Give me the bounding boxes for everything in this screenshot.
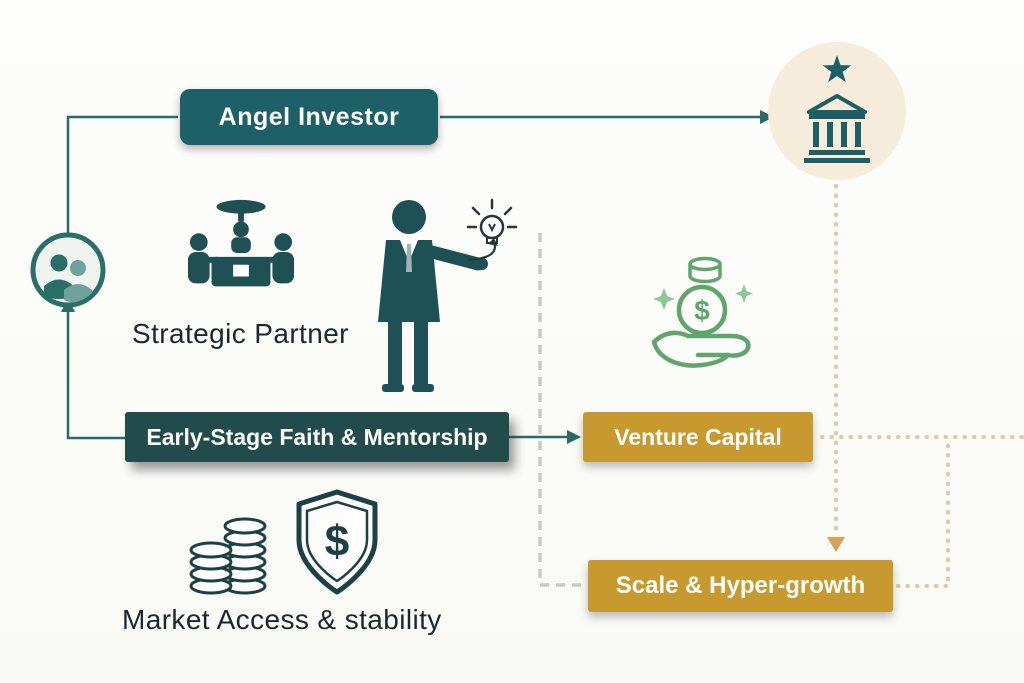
venture-capital-label: Venture Capital — [614, 423, 782, 450]
shield-dollar-glyph: $ — [325, 517, 349, 566]
arrowhead-right-vc — [567, 430, 581, 444]
node-venture-capital: Venture Capital — [583, 412, 813, 462]
idea-lightbulb-icon — [466, 198, 518, 262]
funding-hand-icon: $ — [651, 256, 753, 368]
arrowhead-down-scale — [827, 537, 845, 552]
strategic-partner-label: Strategic Partner — [132, 318, 349, 349]
early-stage-label: Early-Stage Faith & Mentorship — [146, 423, 488, 450]
node-angel-investor: Angel Investor — [180, 89, 438, 145]
businessman-icon — [378, 198, 518, 392]
angel-investor-label: Angel Investor — [218, 102, 400, 131]
people-circle-icon — [30, 232, 106, 308]
coin-dollar-glyph: $ — [694, 295, 710, 326]
star-icon — [822, 55, 852, 83]
scale-hypergrowth-label: Scale & Hyper-growth — [615, 572, 866, 599]
node-early-stage: Early-Stage Faith & Mentorship — [125, 412, 509, 462]
bank-node — [768, 42, 906, 180]
market-access-label: Market Access & stability — [122, 604, 442, 635]
idea-to-scale-dashed-line — [538, 233, 584, 587]
node-scale-hypergrowth: Scale & Hyper-growth — [588, 560, 893, 612]
arrowhead-right-bank — [760, 110, 774, 124]
shield-dollar-icon: $ — [296, 489, 378, 595]
scale-right-dotted-line — [896, 440, 950, 588]
bank-icon — [804, 55, 870, 163]
meeting-table-icon — [187, 199, 295, 287]
coin-stack-icon — [189, 517, 267, 595]
